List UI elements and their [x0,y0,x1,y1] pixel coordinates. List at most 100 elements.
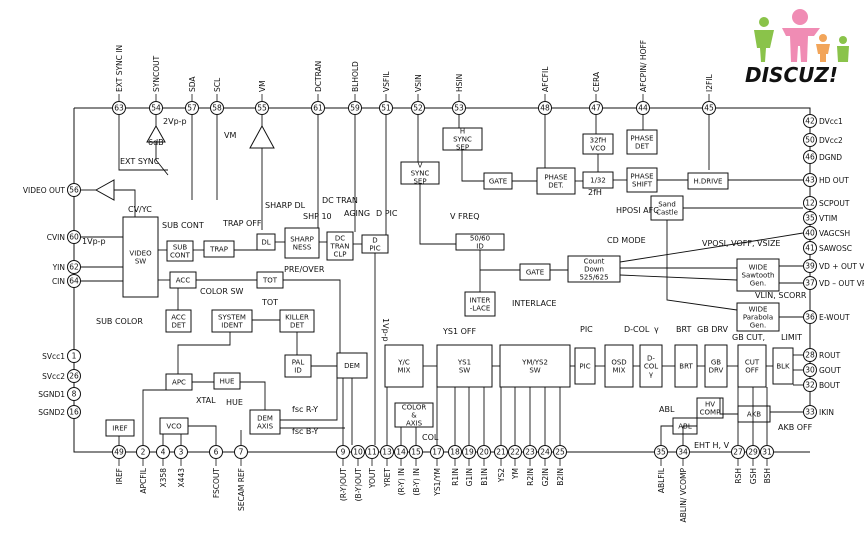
wire [240,381,266,410]
block-label: DC [335,235,345,243]
pin-label: IKIN [819,408,834,417]
block-label: IDENT [221,322,243,330]
block-label: VCO [590,145,606,153]
pin-number: 23 [525,448,535,457]
wire [682,425,697,445]
block-label: COLOR [402,404,427,412]
block-akb: AKB [737,405,771,423]
pin-number: 19 [464,448,474,457]
block-label: SW [529,367,540,375]
pin-label: BLHOLD [351,61,360,92]
block-label: D- [647,355,655,363]
pin-15: 15(B-Y) IN [409,445,423,496]
pin-number: 55 [257,104,267,113]
block-label: VCO [166,423,182,431]
label-tot: TOT [261,298,278,307]
pin-label: VIDEO OUT [23,186,66,195]
wire [660,425,673,445]
pin-label: ABLIN/ VCOMP [679,468,688,523]
label-sharp-dl: SHARP DL [265,201,306,210]
block-label: NESS [293,244,312,252]
block-label: APC [172,379,186,387]
pin-number: 29 [748,448,758,457]
block-label: COL [644,363,658,371]
block-label: DET [635,143,650,151]
wire [118,115,168,171]
block-label: GATE [489,178,507,186]
block-label: Y/C [397,359,410,367]
block-label: & [411,412,417,420]
pin-label: SVcc1 [42,352,65,361]
pin-label: (R-Y)OUT [339,468,348,502]
block-gate1: GATE [483,172,513,190]
pin-label: X443 [177,468,186,488]
pin-label: G1IN [465,468,474,486]
label-abl: ABL [659,405,675,414]
pin-label: GSH [749,468,758,484]
pin-number: 64 [69,277,79,286]
pin-label: GOUT [819,366,841,375]
block-label: Sawtooth [742,272,775,280]
label-ys1-off: YS1 OFF [442,327,476,336]
pin-label: CVIN [47,233,65,242]
wire [177,332,231,374]
label-akb-off: AKB OFF [778,423,813,432]
block-label: PHASE [630,173,653,181]
pin-label: VTIM [819,214,837,223]
pin-label: YRET [383,468,392,489]
pin-circle [803,133,817,147]
block-label: COMP [700,409,721,417]
pin-label: G2IN [541,468,550,486]
pin-label: YM [511,468,520,480]
label-pic: PIC [580,325,593,334]
pin-number: 28 [805,351,815,360]
block-label: AXIS [257,423,274,431]
pin-circle [760,445,774,459]
pin-circle [210,101,224,115]
pin-number: 14 [396,448,406,457]
pin-label: EXT SYNC IN [115,45,124,92]
pin-label: R2IN [526,468,535,486]
pin-label: FSCOUT [212,468,221,499]
pin-label: X358 [159,468,168,488]
block-color-axis: COLOR&AXIS [394,402,434,428]
pin-label: E-WOUT [819,313,850,322]
block-label: DET [290,322,305,330]
block-label: Sand [658,201,676,209]
pin-number: 54 [151,104,161,113]
pin-circle [803,196,817,210]
pin-number: 40 [805,229,815,238]
block-label: BRT [679,363,693,371]
pin-circle [394,445,408,459]
block-label: ACC [171,314,186,322]
block-label: H.DRIVE [694,178,723,186]
block-label: PIC [579,363,590,371]
pin-number: 35 [805,214,815,223]
pin-number: 42 [805,117,815,126]
block-label: KILLER [285,314,309,322]
block-label: SHIFT [632,181,653,189]
pin-circle [803,363,817,377]
